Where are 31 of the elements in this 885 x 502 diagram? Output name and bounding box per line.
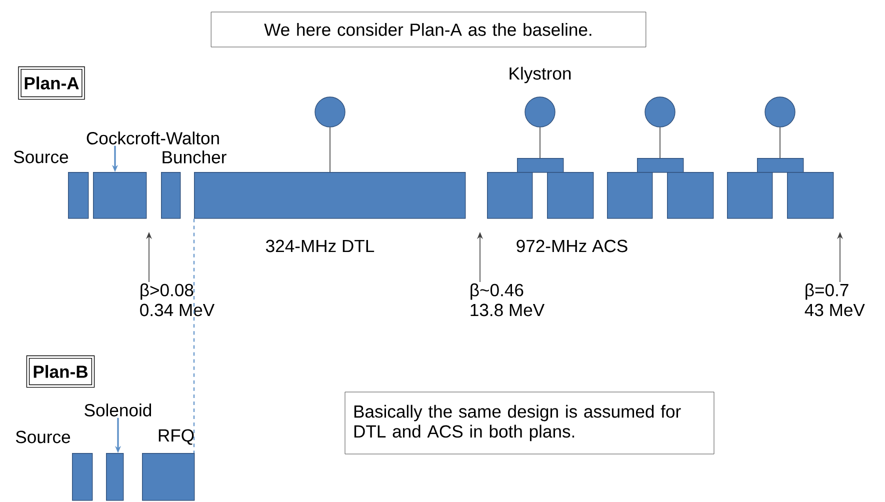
klystron-circle bbox=[764, 96, 796, 128]
beam-energy-label: β>0.08 0.34 MeV bbox=[140, 283, 214, 316]
cavity-block bbox=[547, 172, 594, 219]
cavity-block bbox=[487, 172, 533, 219]
coupler-bar bbox=[517, 158, 564, 173]
klystron-circle bbox=[314, 96, 346, 128]
component-label: 324-MHz DTL bbox=[266, 240, 374, 252]
cavity-block bbox=[787, 172, 834, 219]
component-label: Source bbox=[16, 430, 70, 444]
section-label: 972-MHz ACS bbox=[516, 240, 628, 252]
cavity-block bbox=[93, 172, 147, 219]
cavity-block bbox=[727, 172, 773, 219]
beam-energy-label: β=0.7 43 MeV bbox=[804, 283, 865, 316]
component-label: Solenoid bbox=[84, 404, 152, 416]
title-box: We here consider Plan-A as the baseline. bbox=[210, 12, 646, 48]
component-label: RFQ bbox=[158, 429, 194, 445]
component-label: Cockcroft-Walton bbox=[86, 132, 219, 144]
component-label: Buncher bbox=[162, 150, 226, 164]
component-label: Klystron bbox=[510, 66, 571, 84]
plan-label-box: Plan-A bbox=[18, 66, 85, 100]
coupler-bar bbox=[637, 158, 684, 173]
beam-energy-label: β~0.46 13.8 MeV bbox=[470, 283, 545, 316]
cavity-block bbox=[667, 172, 714, 219]
cavity-block bbox=[607, 172, 653, 219]
component-label: Source bbox=[14, 150, 68, 164]
cavity-block bbox=[106, 453, 124, 501]
plan-label-box: Plan-B bbox=[26, 355, 95, 388]
dashed-line bbox=[193, 218, 195, 453]
note-box: Basically the same design is assumed for DTL and ACS in both plans. bbox=[344, 392, 714, 454]
klystron-circle bbox=[644, 96, 676, 128]
coupler-bar bbox=[757, 158, 804, 173]
